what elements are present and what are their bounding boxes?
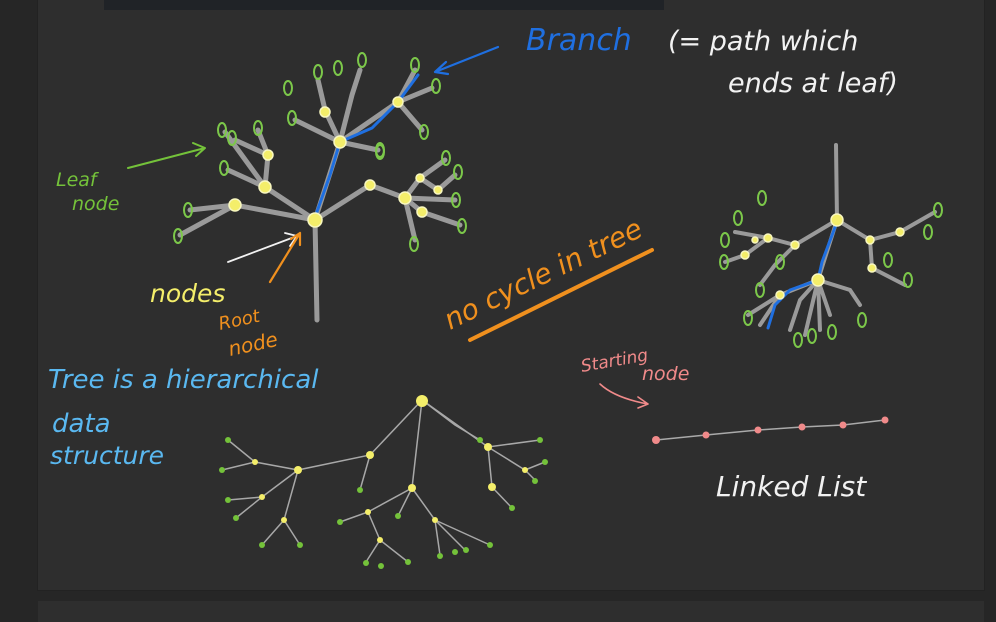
starting-node-label-line2: node <box>642 363 689 385</box>
branch-note-line1: (= path which <box>668 26 858 57</box>
tree-definition-line2: data <box>52 409 111 439</box>
nodes-arrow <box>227 232 298 263</box>
leaf-arrow <box>127 142 206 169</box>
root-arrow <box>268 231 302 284</box>
whiteboard-canvas <box>38 0 984 590</box>
starting-node-label-line1: Starting <box>579 345 649 377</box>
hierarchy-tree-leaves <box>219 437 548 569</box>
nodes-label: nodes <box>150 279 225 308</box>
leaf-label-line1: Leaf <box>56 169 100 191</box>
hierarchy-tree-nodes <box>252 395 528 543</box>
linked-list-start-node <box>652 436 660 444</box>
branch-arrow <box>433 45 500 76</box>
no-cycle-underline <box>468 248 654 342</box>
tree-diagram: Branch (= path which ends at leaf) Leaf … <box>48 23 943 569</box>
top-toolbar-strip <box>104 0 664 10</box>
starting-node-arrow <box>599 383 649 409</box>
right-tree-leaves <box>719 190 943 348</box>
branch-label: Branch <box>526 23 632 58</box>
main-tree-nodes <box>228 96 443 228</box>
right-tree-nodes <box>740 213 905 300</box>
root-label-line2: node <box>226 327 280 361</box>
right-tree-blue-path <box>766 220 839 330</box>
no-cycle-label: no cycle in tree <box>439 212 648 337</box>
next-canvas-panel <box>38 601 984 622</box>
leaf-label-line2: node <box>72 193 119 215</box>
tree-definition-line1: Tree is a hierarchical <box>48 365 319 395</box>
branch-note-line2: ends at leaf) <box>728 68 898 99</box>
linked-list-label: Linked List <box>716 470 867 503</box>
hierarchy-tree <box>221 399 546 563</box>
linked-list <box>652 416 889 444</box>
tree-definition-line3: structure <box>50 441 164 470</box>
